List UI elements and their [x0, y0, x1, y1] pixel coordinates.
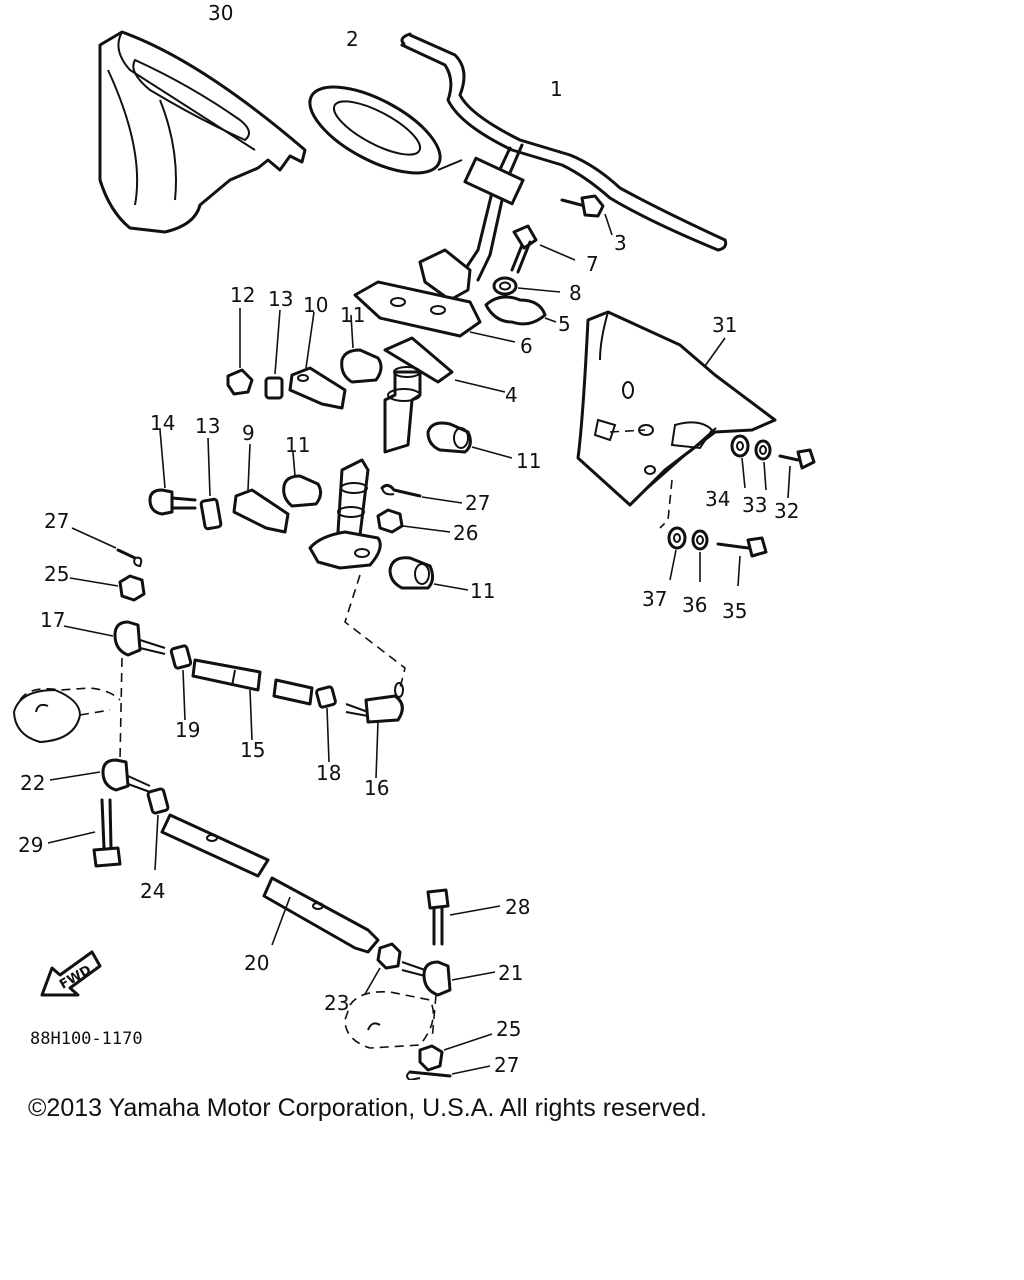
- part-26-nut[interactable]: [376, 508, 404, 534]
- callout-13-low: 13: [195, 414, 220, 438]
- callout-5: 5: [558, 312, 571, 336]
- fwd-arrow-icon: FWD: [40, 950, 102, 997]
- part-11-bushing-lower[interactable]: [388, 556, 435, 590]
- part-27-cotter-pin-left[interactable]: [116, 548, 143, 568]
- part-20-tie-rod[interactable]: [160, 813, 380, 954]
- part-24-nut[interactable]: [146, 787, 170, 815]
- part-19-nut[interactable]: [169, 644, 193, 670]
- hull-mount-left: [12, 657, 123, 761]
- part-15-tube-segment[interactable]: [272, 678, 314, 706]
- part-25-nut-lower[interactable]: [418, 1044, 444, 1072]
- callout-18: 18: [316, 761, 341, 785]
- callout-22: 22: [20, 771, 45, 795]
- parts-diagram: FWD 88H100-1170 1 2 3 4 5 6 7 8 9 10 11 …: [12, 1, 816, 1080]
- callout-14: 14: [150, 411, 175, 435]
- part-16-ball-joint[interactable]: [345, 682, 404, 724]
- callout-17: 17: [40, 608, 65, 632]
- part-18-nut[interactable]: [315, 685, 337, 709]
- callout-31: 31: [712, 313, 737, 337]
- part-11-bushing-mid[interactable]: [282, 474, 323, 508]
- part-31-column-cover[interactable]: [576, 310, 777, 507]
- part-13-lock-washer-lower[interactable]: [199, 497, 223, 531]
- part-2-cover-ring[interactable]: [297, 70, 452, 191]
- callout-25-low: 25: [496, 1017, 521, 1041]
- callout-33: 33: [742, 493, 767, 517]
- part-4-steering-column[interactable]: [383, 336, 454, 454]
- callout-35: 35: [722, 599, 747, 623]
- callout-11-right: 11: [516, 449, 541, 473]
- part-37-washer[interactable]: [667, 526, 687, 550]
- part-15-tube[interactable]: [191, 658, 262, 692]
- part-6-handle-holder[interactable]: [353, 280, 482, 338]
- callout-1: 1: [550, 77, 563, 101]
- part-28-bolt[interactable]: [426, 888, 450, 946]
- part-8-nut[interactable]: [492, 276, 518, 296]
- callout-8: 8: [569, 281, 582, 305]
- part-22-ball-joint[interactable]: [101, 758, 151, 793]
- callout-23: 23: [324, 991, 349, 1015]
- callout-9: 9: [242, 421, 255, 445]
- part-25-nut-upper[interactable]: [118, 574, 146, 602]
- callout-32: 32: [774, 499, 799, 523]
- part-13-lock-washer-upper[interactable]: [264, 376, 284, 400]
- callout-36: 36: [682, 593, 707, 617]
- part-11-bushing-upper[interactable]: [340, 348, 383, 384]
- callout-labels: 1 2 3 4 5 6 7 8 9 10 11 11 11 11 12 13 1…: [18, 1, 799, 1077]
- callout-15: 15: [240, 738, 265, 762]
- callout-6: 6: [520, 334, 533, 358]
- callout-10: 10: [303, 293, 328, 317]
- callout-20: 20: [244, 951, 269, 975]
- part-23-nut[interactable]: [376, 942, 402, 970]
- callout-28: 28: [505, 895, 530, 919]
- part-17-ball-joint[interactable]: [113, 620, 166, 657]
- callout-37: 37: [642, 587, 667, 611]
- part-9-bracket[interactable]: [232, 488, 290, 534]
- part-10-bracket[interactable]: [288, 366, 347, 410]
- lower-steering-shaft[interactable]: [308, 458, 382, 570]
- part-1-handlebar[interactable]: [400, 32, 728, 302]
- callout-27-left: 27: [44, 509, 69, 533]
- part-36-washer[interactable]: [691, 529, 709, 551]
- callout-30: 30: [208, 1, 233, 25]
- part-21-ball-joint[interactable]: [401, 960, 452, 997]
- callout-26: 26: [453, 521, 478, 545]
- callout-11-mid: 11: [285, 433, 310, 457]
- part-14-bolt[interactable]: [148, 488, 197, 516]
- part-12-nut[interactable]: [226, 368, 254, 396]
- callout-4: 4: [505, 383, 518, 407]
- callout-11-low: 11: [470, 579, 495, 603]
- callout-34: 34: [705, 487, 730, 511]
- part-7-bolt[interactable]: [510, 224, 538, 274]
- callout-11-top: 11: [340, 303, 365, 327]
- callout-29: 29: [18, 833, 43, 857]
- part-3-bolt[interactable]: [560, 194, 605, 218]
- part-11-bushing-right[interactable]: [426, 421, 472, 454]
- callout-3: 3: [614, 231, 627, 255]
- copyright-notice: ©2013 Yamaha Motor Corporation, U.S.A. A…: [28, 1094, 707, 1122]
- callout-25-top: 25: [44, 562, 69, 586]
- callout-7: 7: [586, 252, 599, 276]
- callout-21: 21: [498, 961, 523, 985]
- callout-24: 24: [140, 879, 165, 903]
- callout-12: 12: [230, 283, 255, 307]
- part-30-handlebar-cover[interactable]: [98, 30, 307, 234]
- part-27-cotter-pin-mid[interactable]: [380, 483, 422, 498]
- callout-27-low: 27: [494, 1053, 519, 1077]
- part-29-bolt[interactable]: [92, 798, 122, 868]
- callout-2: 2: [346, 27, 359, 51]
- part-27-cotter-pin-lower[interactable]: [406, 1070, 452, 1080]
- callout-19: 19: [175, 718, 200, 742]
- callout-13-top: 13: [268, 287, 293, 311]
- part-5-clamp-plate[interactable]: [484, 295, 547, 326]
- drawing-code: 88H100-1170: [30, 1029, 143, 1049]
- part-35-screw[interactable]: [716, 536, 768, 558]
- callout-16: 16: [364, 776, 389, 800]
- part-34-washer[interactable]: [730, 434, 750, 458]
- callout-27-mid: 27: [465, 491, 490, 515]
- part-33-washer[interactable]: [754, 439, 772, 461]
- part-32-screw[interactable]: [778, 448, 816, 470]
- hull-mount-lower: [344, 990, 437, 1049]
